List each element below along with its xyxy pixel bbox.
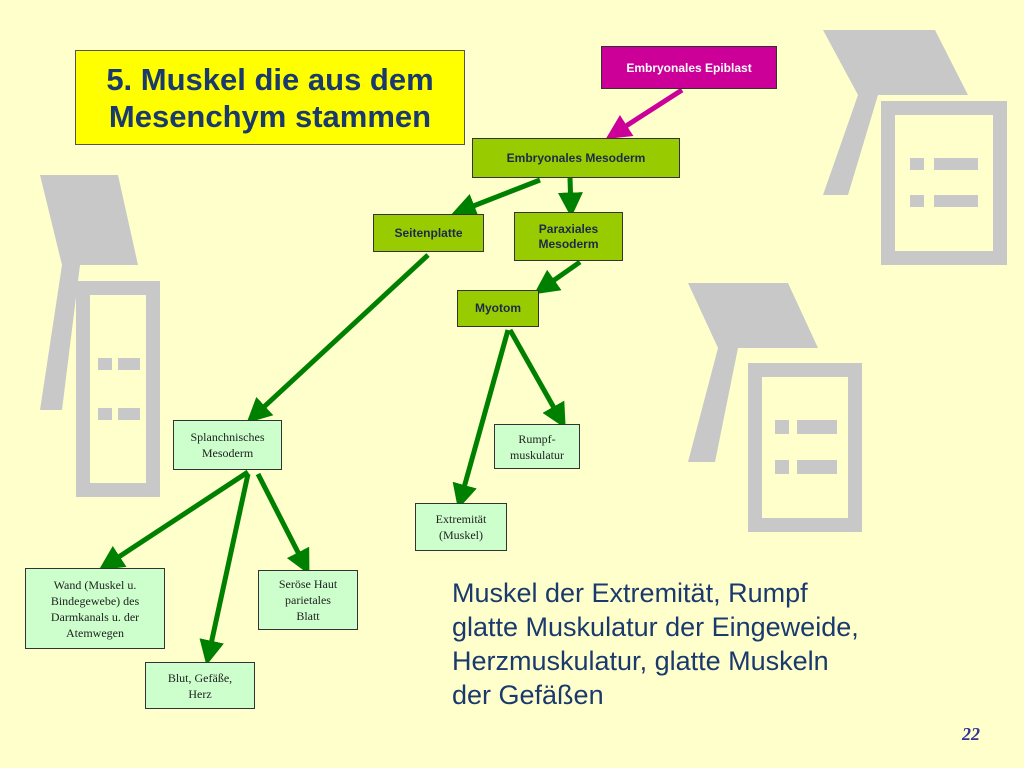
- node-seroese-haut: Seröse Haut parietales Blatt: [258, 570, 358, 630]
- arrow-icon-mesoderm-to-paraxiales: [557, 177, 583, 218]
- node-blut-gefaesse-herz: Blut, Gefäße, Herz: [145, 662, 255, 709]
- summary-line: glatte Muskulatur der Eingeweide,: [452, 612, 859, 642]
- arrow-icon-splanchnisches-to-seroese: [255, 472, 310, 575]
- node-splanchnisches-mesoderm: Splanchnisches Mesoderm: [173, 420, 282, 470]
- arrow-icon-seitenplatte-to-splanchnisches: [246, 253, 430, 424]
- summary-line: Herzmuskulatur, glatte Muskeln: [452, 646, 829, 676]
- node-embryonales-epiblast: Embryonales Epiblast: [601, 46, 777, 89]
- document-watermark-icon-top-right: [823, 30, 1007, 265]
- arrow-icon-myotom-to-rumpf: [507, 328, 566, 429]
- document-watermark-icon-left: [40, 175, 160, 497]
- node-extremitaet-muskel: Extremität (Muskel): [415, 503, 507, 551]
- node-embryonales-mesoderm: Embryonales Mesoderm: [472, 138, 680, 178]
- summary-text: Muskel der Extremität, Rumpf glatte Musk…: [452, 576, 1012, 712]
- node-rumpfmuskulatur: Rumpf- muskulatur: [494, 424, 580, 469]
- summary-line: Muskel der Extremität, Rumpf: [452, 578, 808, 608]
- node-wand-darmkanal: Wand (Muskel u. Bindegewebe) des Darmkan…: [25, 568, 165, 649]
- slide-title: 5. Muskel die aus dem Mesenchym stammen: [75, 50, 465, 145]
- node-myotom: Myotom: [457, 290, 539, 327]
- page-number: 22: [962, 724, 980, 744]
- arrow-icon-splanchnisches-to-blut: [199, 473, 251, 666]
- arrow-icon-myotom-to-extremitaet: [452, 329, 511, 510]
- arrow-icon-paraxiales-to-myotom: [533, 259, 582, 295]
- arrow-icon-splanchnisches-to-wand: [98, 469, 250, 571]
- summary-line: der Gefäßen: [452, 680, 604, 710]
- node-seitenplatte: Seitenplatte: [373, 214, 484, 252]
- arrow-icon-mesoderm-to-seitenplatte: [451, 177, 541, 218]
- document-watermark-icon-middle-right: [688, 283, 862, 532]
- arrow-icon-epiblast-to-mesoderm: [605, 87, 684, 140]
- node-paraxiales-mesoderm: Paraxiales Mesoderm: [514, 212, 623, 261]
